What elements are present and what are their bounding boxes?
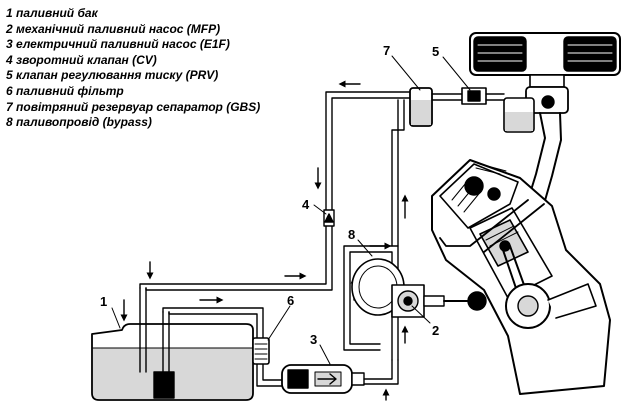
callout-8: 8 bbox=[348, 227, 355, 242]
legend-item-8: 8 паливопровід (bypass) bbox=[6, 115, 260, 131]
legend-number: 7 bbox=[6, 99, 13, 114]
legend-text: механічний паливний насос (MFP) bbox=[16, 21, 221, 36]
fuel-tank bbox=[91, 287, 254, 401]
component-legend: 1 паливний бак 2 механічний паливний нас… bbox=[6, 6, 260, 131]
legend-text: електричний паливний насос (E1F) bbox=[16, 37, 230, 52]
callout-3: 3 bbox=[310, 332, 317, 347]
legend-text: зворотний клапан (CV) bbox=[16, 52, 157, 67]
callout-1: 1 bbox=[100, 294, 107, 309]
legend-number: 6 bbox=[6, 83, 13, 98]
gas-bubble-separator bbox=[409, 87, 463, 127]
callout-leaders bbox=[111, 55, 471, 365]
legend-item-5: 5 клапан регулювання тиску (PRV) bbox=[6, 68, 260, 84]
legend-item-1: 1 паливний бак bbox=[6, 6, 260, 22]
callout-5: 5 bbox=[432, 44, 439, 59]
legend-number: 3 bbox=[6, 37, 13, 52]
callout-7: 7 bbox=[383, 43, 390, 58]
return-line bbox=[139, 80, 411, 291]
legend-text: клапан регулювання тиску (PRV) bbox=[16, 68, 219, 83]
electric-fuel-pump bbox=[281, 359, 399, 401]
carburetor bbox=[503, 74, 569, 205]
callout-2: 2 bbox=[432, 323, 439, 338]
legend-item-7: 7 повітряний резервуар сепаратор (GBS) bbox=[6, 100, 260, 116]
legend-number: 1 bbox=[6, 6, 13, 20]
legend-number: 2 bbox=[6, 21, 13, 36]
fuel-filter bbox=[252, 337, 270, 365]
supply-line bbox=[162, 296, 283, 387]
legend-text: повітряний резервуар сепаратор (GBS) bbox=[16, 99, 261, 114]
air-filter bbox=[469, 32, 621, 76]
check-valve bbox=[323, 209, 335, 227]
legend-text: паливний фільтр bbox=[16, 83, 124, 98]
callout-4: 4 bbox=[302, 197, 310, 212]
mechanical-fuel-pump bbox=[351, 258, 487, 318]
legend-number: 5 bbox=[6, 68, 13, 83]
legend-item-6: 6 паливний фільтр bbox=[6, 84, 260, 100]
legend-item-3: 3 електричний паливний насос (E1F) bbox=[6, 37, 260, 53]
pressure-regulating-valve bbox=[461, 87, 505, 105]
engine-block bbox=[431, 159, 611, 395]
legend-item-4: 4 зворотний клапан (CV) bbox=[6, 53, 260, 69]
legend-text: паливопровід (bypass) bbox=[16, 115, 152, 130]
legend-text: паливний бак bbox=[16, 6, 98, 20]
legend-number: 8 bbox=[6, 115, 13, 130]
callout-6: 6 bbox=[287, 293, 294, 308]
legend-item-2: 2 механічний паливний насос (MFP) bbox=[6, 22, 260, 38]
legend-number: 4 bbox=[6, 52, 13, 67]
